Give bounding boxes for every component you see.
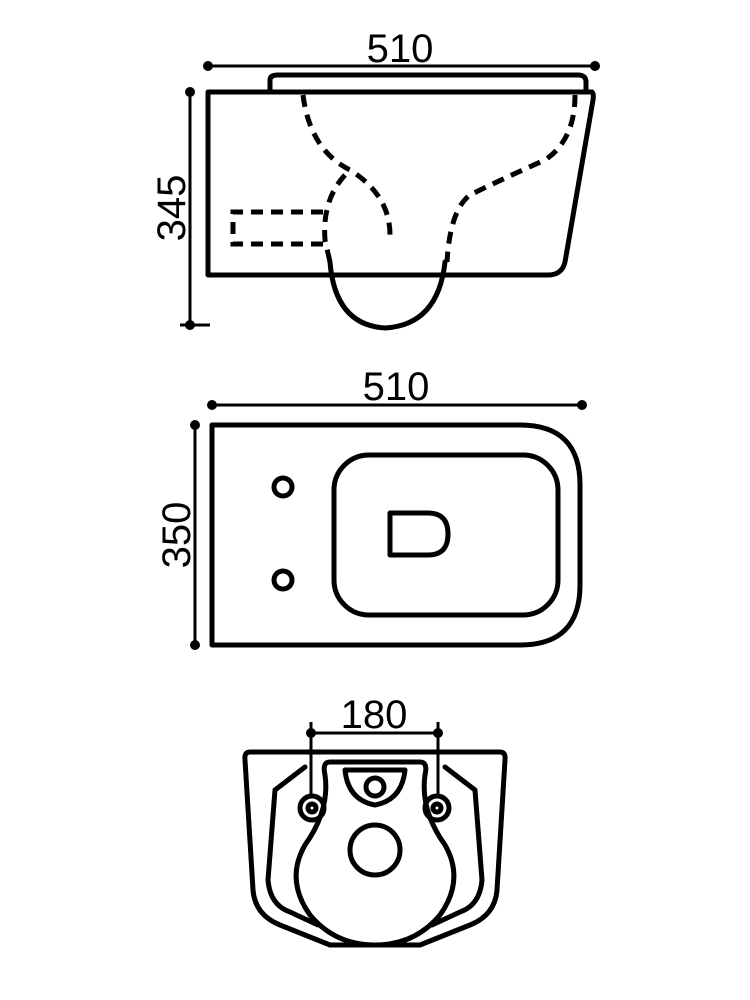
inlet-hole bbox=[363, 775, 387, 799]
top-body-outline bbox=[209, 422, 583, 648]
rear-view: 180 bbox=[242, 693, 508, 948]
top-width-dimension: 510 bbox=[207, 365, 587, 410]
side-body-outline bbox=[205, 89, 596, 278]
outlet-hole bbox=[347, 822, 403, 878]
fixing-distance-dimension: 180 bbox=[306, 693, 443, 795]
fixing-distance-label: 180 bbox=[341, 693, 408, 737]
top-depth-label: 350 bbox=[155, 502, 199, 569]
seat-outline bbox=[331, 452, 561, 618]
side-view: 510 345 bbox=[150, 27, 600, 331]
side-width-dimension: 510 bbox=[203, 27, 600, 71]
inlet-hidden-line bbox=[230, 209, 325, 247]
side-height-dimension: 345 bbox=[150, 87, 210, 330]
wall-fixing-hole bbox=[422, 793, 452, 823]
bowl-hidden-line bbox=[300, 94, 393, 236]
top-width-label: 510 bbox=[363, 365, 430, 409]
side-width-label: 510 bbox=[367, 27, 434, 71]
side-height-label: 345 bbox=[150, 175, 194, 242]
top-depth-dimension: 350 bbox=[155, 420, 200, 650]
top-view: 510 350 bbox=[155, 365, 587, 650]
bowl-opening bbox=[387, 510, 451, 558]
seat-lid-outline bbox=[267, 72, 589, 95]
seat-fixing-hole bbox=[271, 475, 295, 499]
trapway-bottom-curve bbox=[327, 259, 448, 331]
wall-fixing-hole bbox=[297, 793, 327, 823]
rear-outer-outline bbox=[242, 749, 508, 948]
rear-inner-outline bbox=[293, 759, 457, 948]
seat-fixing-hole bbox=[271, 568, 295, 592]
